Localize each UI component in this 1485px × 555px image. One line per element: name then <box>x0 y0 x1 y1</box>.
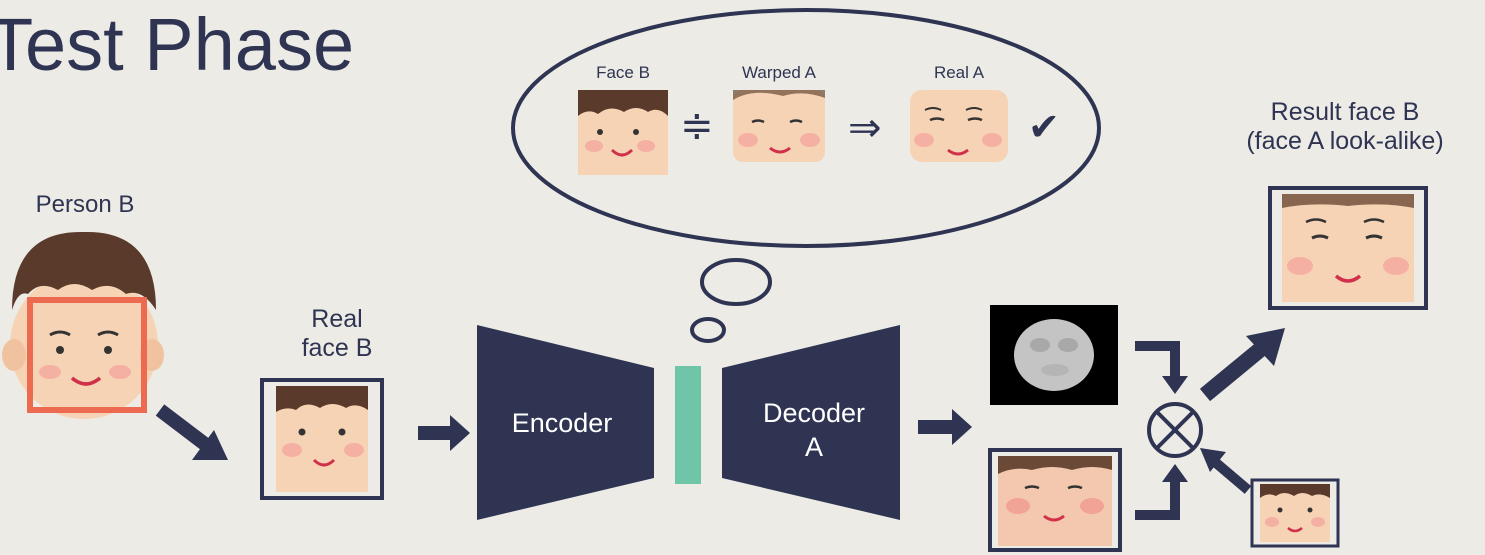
thought-bubble-dot-large <box>700 258 772 306</box>
real-face-b-label-line1: Real <box>311 305 363 333</box>
real-a-thumbnail <box>910 90 1008 162</box>
check-icon: ✔ <box>1028 107 1060 149</box>
slide-title: Test Phase <box>0 3 355 86</box>
face-detection-box <box>27 297 147 413</box>
approx-equal-symbol: ≑ <box>680 104 714 148</box>
latent-code-bar <box>675 366 701 484</box>
face-b-thumbnail <box>578 90 668 175</box>
thought-bubble-dot-small <box>690 317 726 343</box>
result-label-line1: Result face B <box>1270 98 1420 126</box>
real-a-label: Real A <box>933 63 985 82</box>
warped-a-thumbnail <box>733 90 825 162</box>
encoder-block <box>477 325 654 520</box>
result-face-b-box <box>1268 186 1428 310</box>
warped-a-label: Warped A <box>741 63 817 82</box>
multiply-operator <box>1147 402 1203 458</box>
decoded-face-image <box>988 448 1122 552</box>
real-face-b-box <box>260 378 384 500</box>
person-b-illustration <box>2 231 164 419</box>
real-face-b-label: Real face B <box>262 305 412 363</box>
result-label-line2: (face A look-alike) <box>1246 127 1444 155</box>
result-face-b-label: Result face B (face A look-alike) <box>1205 98 1485 156</box>
mask-output-image <box>990 305 1118 405</box>
decoder-a-label: Decoder A <box>738 396 890 464</box>
decoder-label-line1: Decoder <box>762 398 866 428</box>
decoder-label-line2: A <box>804 432 823 462</box>
small-face-b-image <box>1250 478 1340 548</box>
person-b-label: Person B <box>35 191 135 218</box>
real-face-b-label-line2: face B <box>301 334 373 362</box>
decoder-a-block <box>722 325 900 520</box>
encoder-label: Encoder <box>511 408 613 438</box>
implies-arrow-symbol: ⇒ <box>848 106 882 150</box>
face-b-label: Face B <box>596 63 650 82</box>
